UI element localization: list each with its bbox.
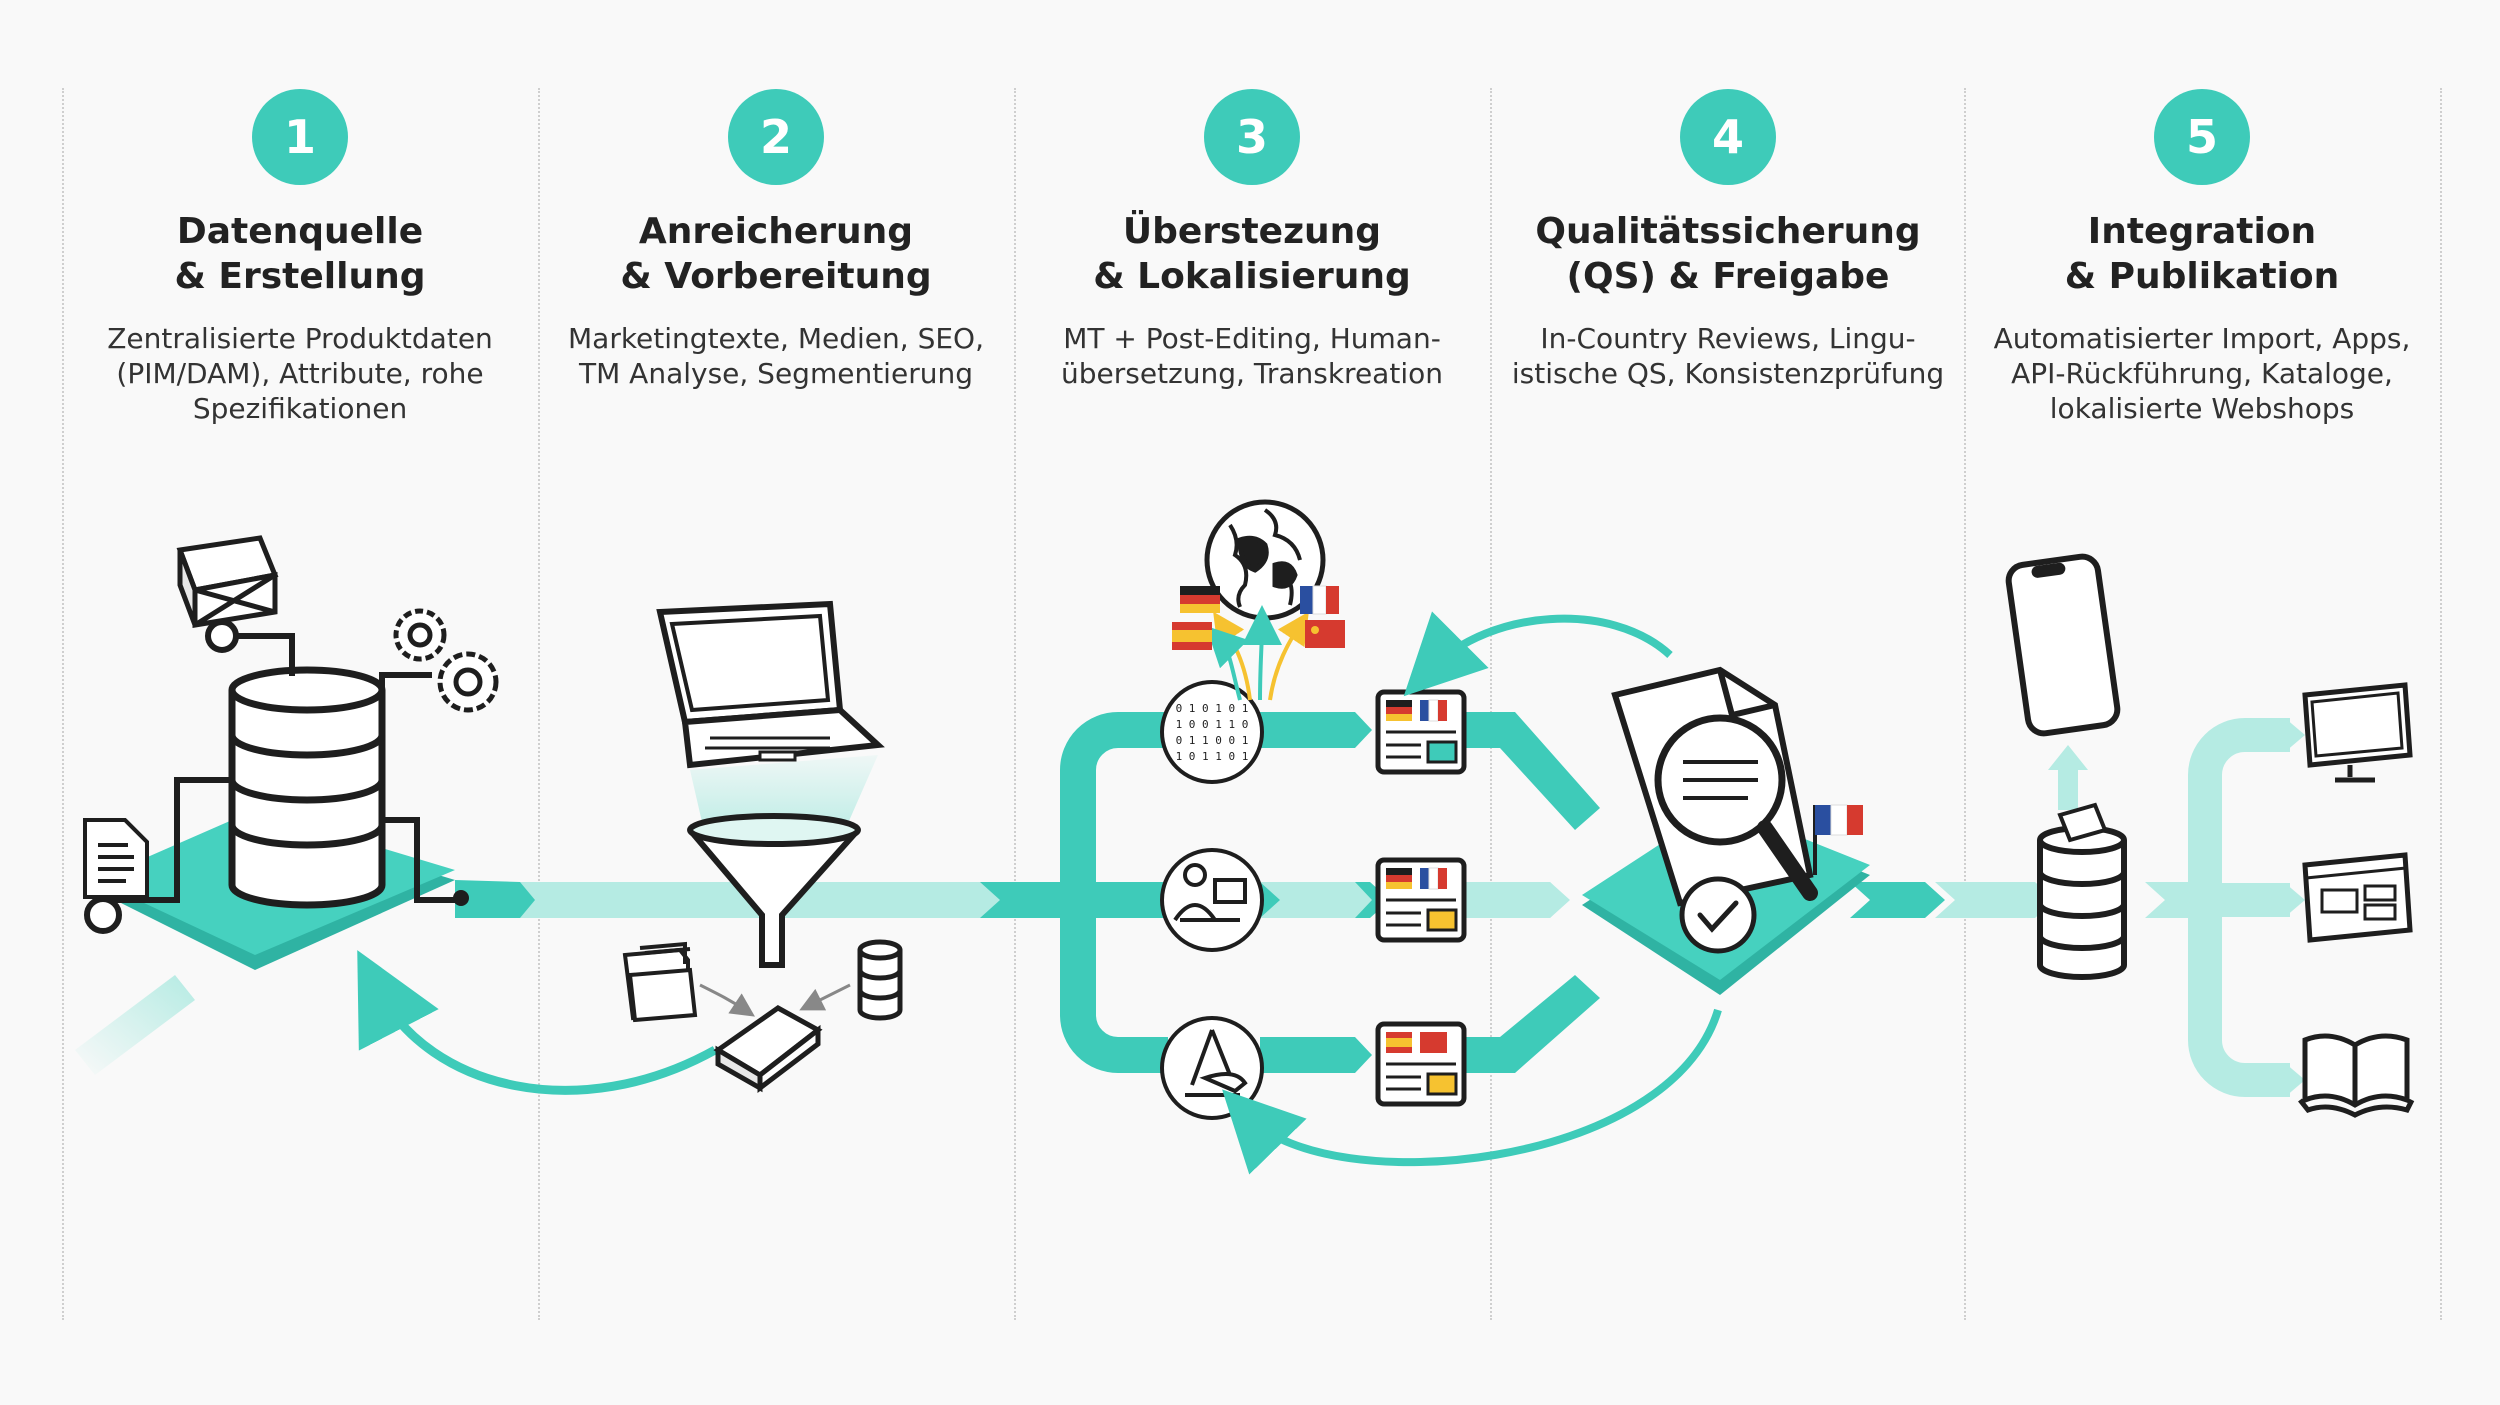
stage-desc-line: Spezifikationen [192, 392, 408, 425]
flag-icon-es [1172, 622, 1212, 650]
stage-3: 3 Überstezung & Lokalisierung MT + Post-… [1014, 0, 1490, 391]
book-icon [713, 1005, 823, 1094]
translated-doc-3 [1375, 1021, 1467, 1107]
divider-6 [2440, 88, 2442, 1320]
stage5-database-icon [2037, 802, 2127, 980]
smartphone-icon [2005, 553, 2121, 737]
stage-title: Anreicherung & Vorbereitung [620, 209, 931, 299]
stage-number-badge: 1 [252, 89, 348, 185]
stage-title-line: Datenquelle [176, 211, 424, 252]
check-icon [1679, 876, 1757, 954]
stage-description: MT + Post-Editing, Human- übersetzung, T… [1061, 321, 1443, 391]
globe-icon [1204, 499, 1326, 621]
small-database-icon [857, 939, 903, 1021]
stage-title-line: Qualitätssicherung [1535, 211, 1921, 252]
database-icon [228, 666, 386, 909]
stage-desc-line: Automatisierter Import, Apps, [1993, 322, 2411, 355]
stage-number-badge: 2 [728, 89, 824, 185]
divider-2 [538, 88, 540, 1320]
stage-2: 2 Anreicherung & Vorbereitung Marketingt… [538, 0, 1014, 391]
stage-title: Integration & Publikation [2065, 209, 2340, 299]
flag-icon-de [1180, 586, 1220, 613]
svg-text:0 1 0 1 0 1: 0 1 0 1 0 1 [1176, 702, 1249, 715]
stage-desc-line: übersetzung, Transkreation [1061, 357, 1443, 390]
stage-description: In-Country Reviews, Lingu- istische QS, … [1512, 321, 1944, 391]
box-icon [176, 535, 279, 628]
laptop-icon [656, 600, 885, 769]
stage-description: Zentralisierte Produktdaten (PIM/DAM), A… [107, 321, 493, 426]
magnifier-icon [1654, 714, 1818, 901]
folder-icon [622, 941, 698, 1023]
stage-title-line: Anreicherung [638, 211, 914, 252]
stage-desc-line: API-Rückführung, Kataloge, [2011, 357, 2393, 390]
stage-desc-line: (PIM/DAM), Attribute, rohe [116, 357, 484, 390]
stage-number-badge: 5 [2154, 89, 2250, 185]
funnel-icon [687, 813, 861, 968]
up-arrow-to-phone [2048, 745, 2088, 810]
flag-icon-cn [1305, 620, 1345, 648]
output-branch [2188, 718, 2290, 1097]
monitor-icon [2302, 682, 2413, 783]
divider-5 [1964, 88, 1966, 1320]
stage-description: Automatisierter Import, Apps, API-Rückfü… [1994, 321, 2411, 426]
flag-icon-fr-review [1813, 804, 1863, 875]
branch-structure [1060, 712, 1168, 1073]
stage-1: 1 Datenquelle & Erstellung Zentralisiert… [62, 0, 538, 426]
stage-title-line: & Publikation [2064, 256, 2340, 297]
stage-title: Datenquelle & Erstellung [174, 209, 425, 299]
stage-5: 5 Integration & Publikation Automatisier… [1964, 0, 2440, 426]
globe-arrows [1205, 605, 1309, 701]
stage-title-line: & Vorbereitung [620, 256, 932, 297]
design-tools-icon [1160, 1016, 1264, 1120]
output-arrowheads [2285, 718, 2305, 1097]
gears-icon [393, 608, 499, 713]
translator-icon [1160, 848, 1264, 952]
stage-title: Qualitätssicherung (QS) & Freigabe [1535, 209, 1920, 299]
document-icon [83, 818, 149, 899]
divider-1 [62, 88, 64, 1320]
connector-lines [84, 619, 469, 934]
arrow-folder-to-book [699, 983, 755, 1017]
stage-title-line: & Lokalisierung [1093, 256, 1411, 297]
svg-text:1 0 1 1 0 1: 1 0 1 1 0 1 [1176, 750, 1249, 763]
arrow-db-to-book [799, 983, 851, 1011]
stage-title-line: Überstezung [1122, 211, 1382, 252]
loop-arrow-stage1 [357, 950, 718, 1095]
stage-description: Marketingtexte, Medien, SEO, TM Analyse,… [568, 321, 984, 391]
binary-icon: 0 1 0 1 0 1 1 0 0 1 1 0 0 1 1 0 0 1 1 0 … [1160, 680, 1264, 784]
flag-icon-fr [1300, 585, 1339, 615]
stage-desc-line: TM Analyse, Segmentierung [579, 357, 973, 390]
divider-3 [1014, 88, 1016, 1320]
stage-title-line: (QS) & Freigabe [1566, 256, 1890, 297]
browser-icon [2302, 852, 2413, 943]
stage-desc-line: lokalisierte Webshops [2049, 392, 2355, 425]
stage-title-line: & Erstellung [174, 256, 426, 297]
open-book-icon [2298, 1033, 2415, 1118]
stage-desc-line: Zentralisierte Produktdaten [107, 322, 493, 355]
stage-desc-line: In-Country Reviews, Lingu- [1540, 322, 1916, 355]
loop-arrow-stage3-bottom [1222, 1008, 1722, 1175]
stage-desc-line: MT + Post-Editing, Human- [1063, 322, 1441, 355]
stage-4: 4 Qualitätssicherung (QS) & Freigabe In-… [1490, 0, 1966, 391]
stage-number-badge: 4 [1680, 89, 1776, 185]
stage-title-line: Integration [2087, 211, 2317, 252]
svg-text:1 0 0 1 1 0: 1 0 0 1 1 0 [1176, 718, 1249, 731]
branch-arrows [1260, 712, 1600, 1073]
translated-doc-2 [1375, 857, 1467, 943]
stage-title: Überstezung & Lokalisierung [1093, 209, 1410, 299]
stage-desc-line: Marketingtexte, Medien, SEO, [568, 322, 984, 355]
stage-number-badge: 3 [1204, 89, 1300, 185]
loop-arrow-stage4-top [1403, 611, 1673, 697]
translated-doc-1 [1375, 689, 1467, 775]
stage-desc-line: istische QS, Konsistenzprüfung [1511, 357, 1945, 390]
divider-4 [1490, 88, 1492, 1320]
svg-text:0 1 1 0 0 1: 0 1 1 0 0 1 [1176, 734, 1249, 747]
